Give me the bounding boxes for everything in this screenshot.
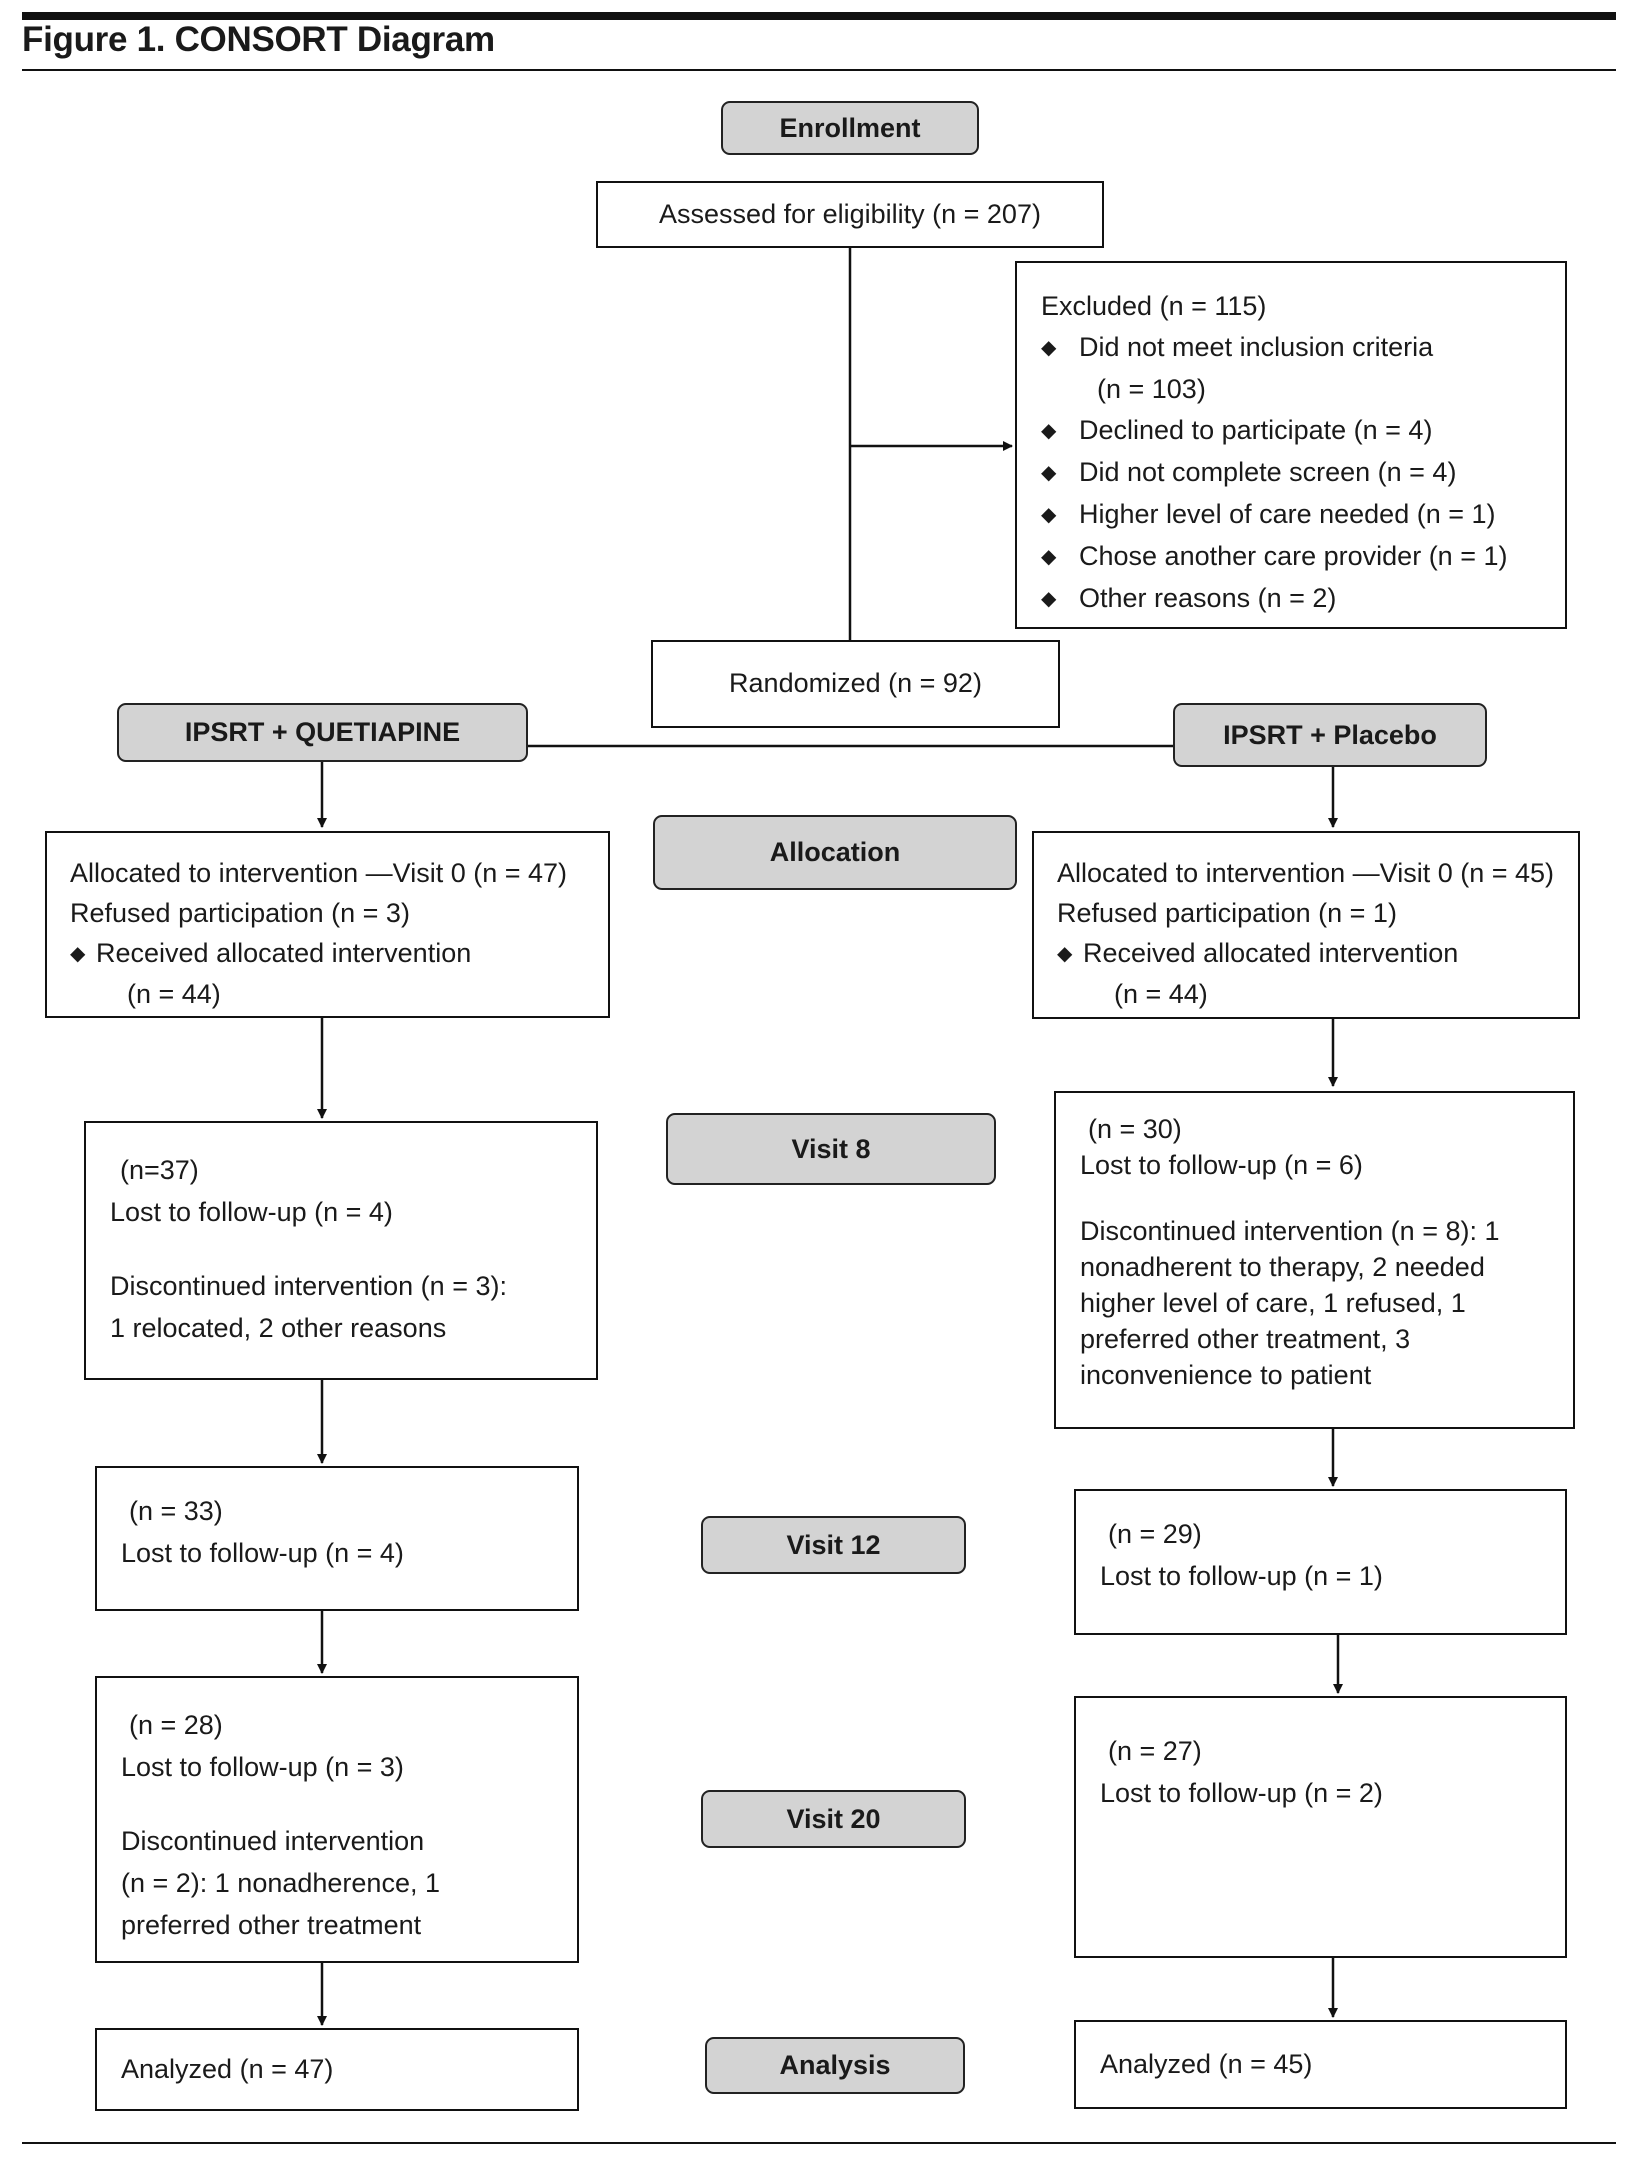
right-visit20-lost: Lost to follow-up (n = 2) (1100, 1778, 1383, 1808)
excluded-header: Excluded (n = 115) (1041, 291, 1267, 321)
bullet-icon: ◆ (1041, 337, 1057, 359)
arm-left-header: IPSRT + QUETIAPINE (117, 703, 528, 762)
randomized-box: Randomized (n = 92) (651, 640, 1060, 728)
bullet-icon: ◆ (70, 943, 86, 965)
top-rule (22, 12, 1616, 20)
excluded-item: ◆Higher level of care needed (n = 1) (1041, 494, 1565, 536)
right-visit20-n: (n = 27) (1108, 1736, 1202, 1766)
arm-right-header: IPSRT + Placebo (1173, 703, 1487, 767)
stage-analysis: Analysis (705, 2037, 965, 2094)
right-visit12-lost: Lost to follow-up (n = 1) (1100, 1561, 1383, 1591)
right-visit12-n: (n = 29) (1108, 1519, 1202, 1549)
left-visit20-n: (n = 28) (129, 1710, 223, 1740)
bullet-icon: ◆ (1041, 504, 1057, 526)
right-visit8-discontinued-reasons: inconvenience to patient (1080, 1360, 1372, 1390)
left-allocation-line: Allocated to intervention —Visit 0 (n = … (70, 858, 568, 888)
right-visit8-lost: Lost to follow-up (n = 6) (1080, 1150, 1363, 1180)
right-received-count: (n = 44) (1114, 979, 1208, 1009)
excluded-item: ◆Declined to participate (n = 4) (1041, 410, 1565, 452)
right-visit8-discontinued-reasons: preferred other treatment, 3 (1080, 1324, 1411, 1354)
left-received-line: ◆Received allocated intervention (70, 933, 608, 974)
left-refused-line: Refused participation (n = 3) (70, 898, 410, 928)
left-visit8-n: (n=37) (120, 1155, 199, 1185)
left-allocation-box: Allocated to intervention —Visit 0 (n = … (45, 831, 610, 1018)
bullet-icon: ◆ (1041, 420, 1057, 442)
right-visit12-box: (n = 29) Lost to follow-up (n = 1) (1074, 1489, 1567, 1635)
stage-visit20: Visit 20 (701, 1790, 966, 1848)
stage-allocation: Allocation (653, 815, 1017, 890)
excluded-item: ◆Did not complete screen (n = 4) (1041, 452, 1565, 494)
excluded-item: ◆Chose another care provider (n = 1) (1041, 536, 1565, 578)
excluded-item: ◆Other reasons (n = 2) (1041, 578, 1565, 620)
randomized-text: Randomized (n = 92) (729, 668, 982, 699)
left-visit20-box: (n = 28) Lost to follow-up (n = 3) Disco… (95, 1676, 579, 1963)
title-rule (22, 69, 1616, 71)
left-received-count: (n = 44) (127, 979, 221, 1009)
left-visit20-discontinued: Discontinued intervention (121, 1826, 425, 1856)
left-visit8-discontinued: Discontinued intervention (n = 3): (110, 1271, 507, 1301)
figure-title: Figure 1. CONSORT Diagram (22, 20, 495, 59)
excluded-box: Excluded (n = 115) ◆Did not meet inclusi… (1015, 261, 1567, 629)
left-visit20-discontinued-reasons: preferred other treatment (121, 1910, 422, 1940)
left-visit12-n: (n = 33) (129, 1496, 223, 1526)
right-visit8-n: (n = 30) (1088, 1114, 1182, 1144)
left-visit20-discontinued-reasons: (n = 2): 1 nonadherence, 1 (121, 1868, 440, 1898)
excluded-item-cont: (n = 103) (1097, 374, 1206, 404)
right-visit8-discontinued-reasons: higher level of care, 1 refused, 1 (1080, 1288, 1466, 1318)
right-refused-line: Refused participation (n = 1) (1057, 898, 1397, 928)
stage-visit12: Visit 12 (701, 1516, 966, 1574)
left-visit20-lost: Lost to follow-up (n = 3) (121, 1752, 404, 1782)
left-visit8-discontinued-reasons: 1 relocated, 2 other reasons (110, 1313, 447, 1343)
left-analyzed-box: Analyzed (n = 47) (95, 2028, 579, 2111)
right-visit8-box: (n = 30) Lost to follow-up (n = 6) Disco… (1054, 1091, 1575, 1429)
right-analyzed-box: Analyzed (n = 45) (1074, 2020, 1567, 2109)
right-received-line: ◆Received allocated intervention (1057, 933, 1578, 974)
left-visit12-lost: Lost to follow-up (n = 4) (121, 1538, 404, 1568)
bottom-rule (22, 2142, 1616, 2144)
bullet-icon: ◆ (1041, 462, 1057, 484)
left-visit12-box: (n = 33) Lost to follow-up (n = 4) (95, 1466, 579, 1611)
right-analyzed-text: Analyzed (n = 45) (1100, 2048, 1313, 2079)
right-allocation-box: Allocated to intervention —Visit 0 (n = … (1032, 831, 1580, 1019)
right-visit8-discontinued: Discontinued intervention (n = 8): 1 (1080, 1216, 1500, 1246)
assessed-box: Assessed for eligibility (n = 207) (596, 181, 1104, 248)
right-allocation-line: Allocated to intervention —Visit 0 (n = … (1057, 858, 1555, 888)
left-visit8-lost: Lost to follow-up (n = 4) (110, 1197, 393, 1227)
left-analyzed-text: Analyzed (n = 47) (121, 2053, 334, 2084)
excluded-item: ◆Did not meet inclusion criteria (1041, 327, 1565, 369)
bullet-icon: ◆ (1057, 943, 1073, 965)
stage-enrollment: Enrollment (721, 101, 979, 155)
left-visit8-box: (n=37) Lost to follow-up (n = 4) Discont… (84, 1121, 598, 1380)
bullet-icon: ◆ (1041, 546, 1057, 568)
assessed-text: Assessed for eligibility (n = 207) (659, 198, 1041, 229)
right-visit20-box: (n = 27) Lost to follow-up (n = 2) (1074, 1696, 1567, 1958)
stage-visit8: Visit 8 (666, 1113, 996, 1185)
right-visit8-discontinued-reasons: nonadherent to therapy, 2 needed (1080, 1252, 1485, 1282)
bullet-icon: ◆ (1041, 588, 1057, 610)
